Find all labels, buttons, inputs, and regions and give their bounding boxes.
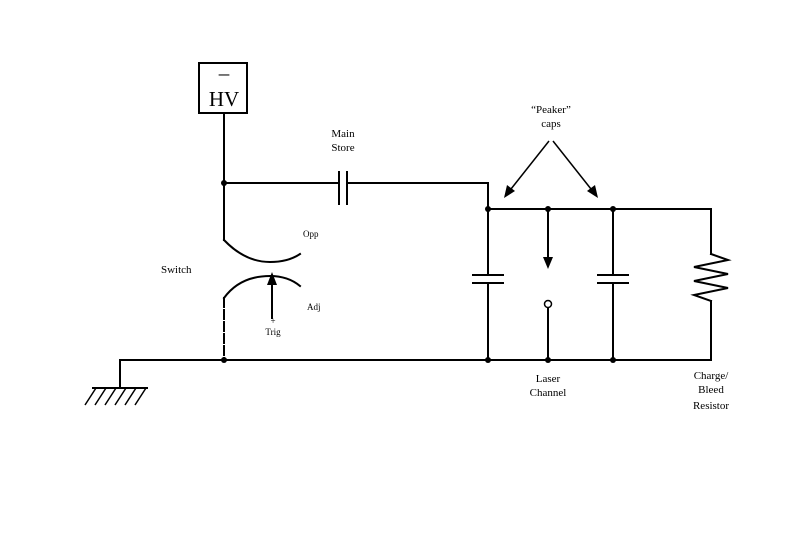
charge-bleed-resistor: [690, 208, 732, 361]
trig-plus-label: +: [270, 316, 275, 326]
opp-label: Opp: [303, 229, 319, 239]
peaker-caps-label-line2: caps: [541, 118, 561, 130]
ground-hatch-6: [134, 387, 147, 406]
peaker-caps-pointer: [504, 140, 598, 198]
ground-symbol: [84, 359, 148, 406]
peaker-capacitor-left: [472, 208, 504, 361]
hv-polarity: –: [218, 61, 230, 85]
ground-hatch-5: [124, 387, 137, 406]
peaker-pointer-right-head: [587, 185, 598, 198]
switch-adj-electrode: [222, 274, 302, 300]
switch-ground-node-dot: [221, 357, 227, 363]
ground-hatch-3: [104, 387, 117, 406]
main-store-capacitor: [223, 171, 489, 210]
trig-label: Trig: [265, 327, 281, 337]
hv-supply: – HV: [198, 61, 248, 114]
peaker-pointer-left-line: [510, 140, 550, 190]
hv-label: HV: [209, 87, 239, 111]
laser-channel: [543, 208, 553, 361]
adj-label: Adj: [307, 302, 321, 312]
main-store-label-line1: Main: [331, 128, 355, 140]
switch-opp-electrode: [222, 238, 302, 264]
resistor-zigzag: [690, 252, 732, 303]
peaker-pointer-left-head: [504, 185, 515, 198]
resistor-label-line3: Resistor: [693, 400, 729, 412]
laser-ground-dot: [545, 357, 551, 363]
spark-gap-switch: [222, 182, 302, 361]
peaker-right-ground-dot: [610, 357, 616, 363]
ground-hatch-4: [114, 387, 127, 406]
laser-lower-terminal: [543, 299, 553, 309]
switch-label: Switch: [161, 264, 192, 276]
resistor-label-line1: Charge/: [694, 370, 730, 382]
laser-arrow-head: [543, 257, 553, 269]
peaker-pointer-right-line: [552, 140, 592, 190]
peaker-caps-label-line1: “Peaker”: [531, 104, 571, 116]
main-store-label-line2: Store: [331, 142, 354, 154]
laser-channel-label-line2: Channel: [530, 387, 567, 399]
ground-hatch-2: [94, 387, 107, 406]
peaker-left-ground-dot: [485, 357, 491, 363]
laser-channel-label-line1: Laser: [536, 373, 561, 385]
trigger-arrow-head: [267, 272, 277, 285]
resistor-label-line2: Bleed: [698, 384, 724, 396]
peaker-capacitor-right: [597, 208, 629, 361]
ground-hatch-1: [84, 387, 97, 406]
